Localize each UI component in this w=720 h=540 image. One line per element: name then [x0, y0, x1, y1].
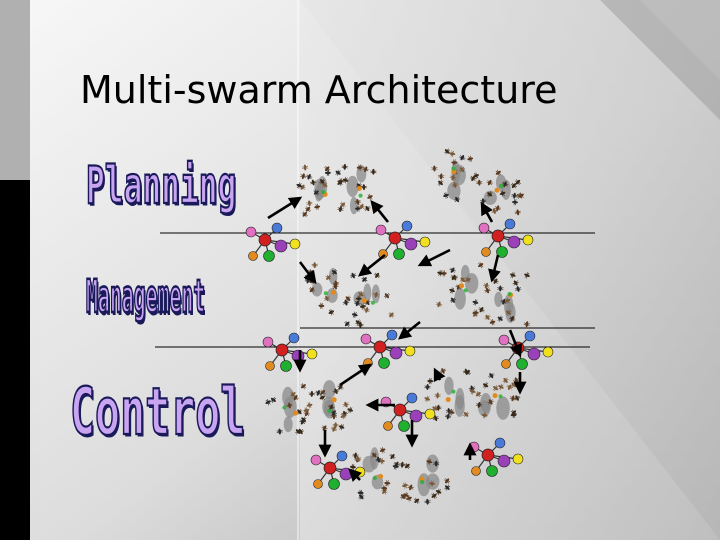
- flow-arrow: [370, 199, 390, 223]
- agent-node: [375, 220, 431, 260]
- flow-arrow: [348, 468, 362, 482]
- agent-node: [262, 332, 318, 372]
- flow-arrow: [488, 254, 501, 283]
- flow-arrow: [298, 261, 317, 285]
- ant-swarm: [424, 368, 476, 422]
- ant-swarm: [483, 271, 531, 328]
- ant-swarm: [431, 148, 479, 203]
- ant-swarm: [315, 380, 354, 432]
- left-bar-gray: [0, 0, 30, 180]
- ant-swarm: [399, 454, 451, 505]
- flow-arrow: [357, 253, 386, 277]
- ant-swarm: [435, 261, 485, 318]
- ant-swarm: [344, 272, 395, 328]
- ant-swarm: [476, 169, 524, 216]
- agent-node: [245, 222, 301, 262]
- left-bar-black: [0, 180, 30, 540]
- layer-label-control: Control: [69, 375, 246, 450]
- flow-arrow: [267, 196, 303, 220]
- flow-arrow: [480, 201, 494, 223]
- agent-node: [360, 329, 416, 369]
- flow-arrow: [397, 320, 421, 340]
- ant-swarm: [304, 262, 351, 316]
- flow-arrow: [339, 363, 373, 387]
- flow-arrow: [508, 329, 523, 358]
- ant-swarm: [265, 383, 315, 435]
- flow-arrow: [433, 367, 446, 383]
- ant-swarm: [349, 447, 400, 500]
- ant-swarm: [475, 372, 521, 420]
- background-corner-wedge: [600, 0, 720, 120]
- agent-node: [468, 437, 524, 477]
- ant-swarm: [296, 164, 344, 218]
- slide-title: Multi-swarm Architecture: [80, 68, 558, 112]
- layer-label-planning: Planning: [85, 156, 237, 216]
- flow-arrow: [417, 248, 451, 267]
- agent-node: [478, 218, 534, 258]
- layer-label-management: Management: [85, 271, 206, 324]
- agent-node: [498, 330, 554, 370]
- ant-swarm: [335, 163, 377, 215]
